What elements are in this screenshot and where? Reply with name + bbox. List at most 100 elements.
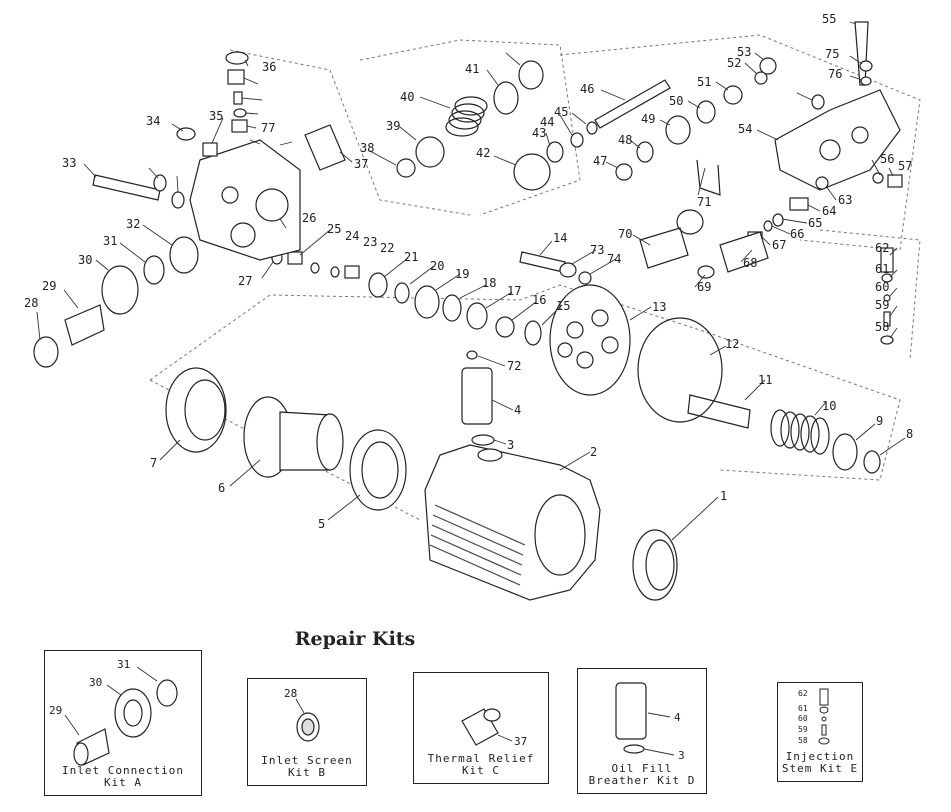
part-36-ring-b: [518, 60, 544, 90]
part-35-plug-b: [811, 94, 825, 110]
label-62: 62: [875, 241, 889, 255]
label-32: 32: [126, 217, 140, 231]
part-54-unloader: [774, 89, 901, 191]
part-30-nut: [101, 265, 139, 315]
part-18-ring: [442, 294, 462, 322]
part-labels: 1 2 3 4 5 6 7 8 9 10 11 12 13 14 15 16 1…: [24, 12, 913, 531]
label-57: 57: [898, 159, 912, 173]
label-50: 50: [669, 94, 683, 108]
label-2: 2: [590, 445, 597, 459]
label-6: 6: [218, 481, 225, 495]
label-65: 65: [808, 216, 822, 230]
label-39: 39: [386, 119, 400, 133]
kit-e-illustration: 62 61 60 59 58: [798, 688, 830, 745]
kit-d-part-3: 3: [678, 749, 685, 762]
part-38-nut: [396, 158, 416, 178]
kit-a-illustration: 31 30 29: [49, 658, 178, 766]
kit-e-caption: Injection Stem Kit E: [781, 750, 859, 775]
label-4: 4: [514, 403, 521, 417]
label-27: 27: [238, 274, 252, 288]
kit-d-illustration: 4 3: [615, 682, 685, 762]
part-66-ring: [763, 220, 773, 232]
label-46: 46: [580, 82, 594, 96]
part-13-plate: [549, 284, 631, 396]
label-58: 58: [875, 320, 889, 334]
exploded-view-diagram: 1 2 3 4 5 6 7 8 9 10 11 12 13 14 15 16 1…: [24, 12, 921, 601]
label-64: 64: [822, 204, 836, 218]
part-63-ring: [815, 176, 829, 190]
part-29-adapter: [64, 304, 105, 346]
label-10: 10: [822, 399, 836, 413]
part-60-ball: [883, 294, 891, 302]
part-22-spring: [344, 265, 360, 279]
label-47: 47: [593, 154, 607, 168]
part-43-ring: [546, 141, 564, 163]
part-48-ring: [636, 141, 654, 163]
part-59-spring: [883, 311, 891, 327]
kit-e-box: 62 61 60 59 58 Injection Stem Kit E: [777, 682, 863, 782]
part-21-ring: [368, 272, 388, 298]
label-12: 12: [725, 337, 739, 351]
label-40: 40: [400, 90, 414, 104]
part-52-ball: [754, 71, 768, 85]
label-53: 53: [737, 45, 751, 59]
part-31-oring: [143, 255, 165, 285]
part-73-ring: [559, 262, 577, 278]
part-25-valve: [287, 251, 303, 265]
kit-d-caption: Oil Fill Breather Kit D: [588, 762, 696, 787]
label-51: 51: [697, 75, 711, 89]
kit-a-box: 31 30 29 Inlet Connection Kit A: [44, 650, 202, 796]
part-19-seal: [414, 285, 440, 319]
kit-b-caption: Inlet Screen Kit B: [261, 754, 353, 779]
label-49: 49: [641, 112, 655, 126]
label-60: 60: [875, 280, 889, 294]
part-58-ring: [880, 335, 894, 345]
part-24-ring: [310, 262, 320, 274]
label-5: 5: [318, 517, 325, 531]
part-70-fitting: [639, 227, 689, 269]
part-72-plug: [466, 350, 478, 360]
part-23-top: [233, 91, 243, 105]
label-74: 74: [607, 252, 621, 266]
part-65-ring: [772, 213, 784, 227]
label-18: 18: [482, 276, 496, 290]
valve-outline: [359, 39, 581, 216]
crankcase-outline: [149, 284, 901, 481]
part-55-bolt: [854, 21, 869, 86]
kit-b-box: 28 Inlet Screen Kit B: [247, 678, 367, 786]
part-73-left: [153, 174, 167, 192]
label-7: 7: [150, 456, 157, 470]
kit-a-caption: Inlet Connection Kit A: [62, 764, 184, 789]
part-9-washer: [832, 433, 858, 471]
part-7-bearing-inner: [184, 379, 226, 441]
manifold-body: [189, 139, 301, 261]
label-14: 14: [553, 231, 567, 245]
label-56: 56: [880, 152, 894, 166]
label-34: 34: [146, 114, 160, 128]
label-68: 68: [743, 256, 757, 270]
part-5-bearing-inner: [361, 441, 399, 499]
part-37-relief: [304, 124, 346, 171]
part-1-seal-inner: [645, 539, 675, 591]
label-41: 41: [465, 62, 479, 76]
label-44: 44: [540, 115, 554, 129]
label-23: 23: [363, 235, 377, 249]
kit-c-box: 37 Thermal Relief Kit C: [413, 672, 549, 784]
kit-a-part-31: 31: [117, 658, 130, 671]
part-49-nut: [665, 115, 691, 145]
part-28-screen: [33, 336, 59, 368]
label-3: 3: [507, 438, 514, 452]
kit-c-part-37: 37: [514, 735, 527, 748]
injector-outline: [819, 229, 921, 361]
label-26: 26: [302, 211, 316, 225]
label-54: 54: [738, 122, 752, 136]
label-76: 76: [828, 67, 842, 81]
part-23-ring: [330, 266, 340, 278]
part-2-oil-port: [477, 448, 503, 462]
label-63: 63: [838, 193, 852, 207]
label-31: 31: [103, 234, 117, 248]
kit-c-caption: Thermal Relief Kit C: [427, 752, 535, 777]
label-8: 8: [906, 427, 913, 441]
label-55: 55: [822, 12, 836, 26]
label-33: 33: [62, 156, 76, 170]
